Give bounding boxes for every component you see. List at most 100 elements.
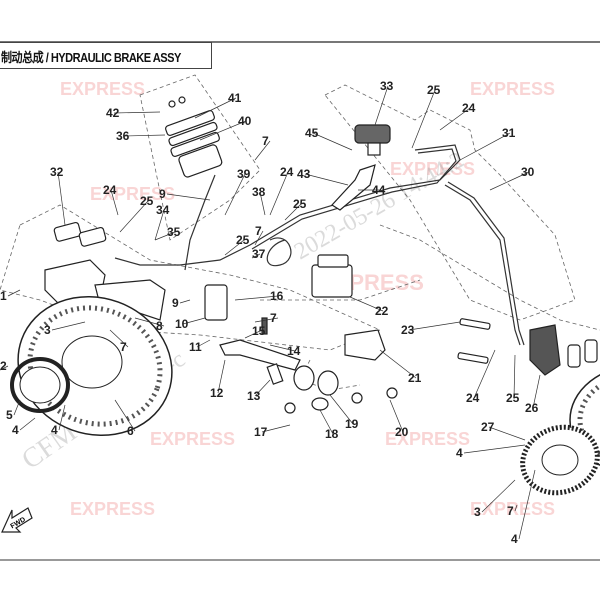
leader-line (389, 399, 404, 433)
part-number-label: 3 (44, 323, 51, 337)
part-number-label: 25 (140, 194, 154, 208)
front-master-cylinder (165, 96, 223, 178)
part-number-label: 16 (270, 289, 284, 303)
leader-line (110, 189, 119, 216)
leader-line (109, 329, 129, 348)
leader-line (254, 379, 271, 397)
leader-line (234, 295, 279, 301)
leader-line (154, 209, 165, 241)
leader-line (269, 344, 296, 352)
part-number-label: 41 (228, 91, 242, 105)
part-number-label: 25 (506, 391, 520, 405)
part-number-label: 26 (525, 401, 539, 415)
part-number-label: 44 (372, 183, 386, 197)
part-number-label: 14 (287, 344, 301, 358)
part-number-label: 4 (511, 532, 518, 546)
page-title: 制动总成 / HYDRAULIC BRAKE ASSY (1, 50, 181, 65)
leader-line (134, 317, 165, 327)
watermark-express: EXPRESS (70, 499, 155, 519)
leader-line (411, 89, 436, 149)
part-number-label: 10 (175, 317, 189, 331)
part-number-label: 34 (156, 203, 170, 217)
part-number-label: 7 (255, 224, 262, 238)
watermark-express: EXPRESS (470, 499, 555, 519)
leader-line (439, 107, 471, 131)
leader-line (57, 171, 66, 226)
leader-line (119, 200, 149, 233)
assembly-outlines (0, 74, 600, 391)
leader-line (284, 203, 302, 221)
leader-line (304, 173, 349, 186)
part-number-label: 45 (305, 126, 319, 140)
part-number-label: 24 (280, 165, 294, 179)
part-number-label: 24 (466, 391, 480, 405)
part-number-label: 1 (0, 289, 7, 303)
leader-line (513, 354, 516, 399)
watermark-express: EXPRESS (60, 79, 145, 99)
part-number-label: 20 (395, 425, 409, 439)
leader-line (217, 359, 226, 394)
leader-line (113, 111, 161, 114)
part-number-label: 36 (116, 129, 130, 143)
part-number-label: 35 (167, 225, 181, 239)
leader-line (379, 349, 417, 379)
leader-line (166, 193, 211, 201)
leader-line (58, 404, 66, 431)
front-abs-ring (10, 357, 70, 413)
part-number-label: 39 (237, 167, 251, 181)
part-number-label: 32 (50, 165, 64, 179)
leader-line (481, 479, 516, 513)
leader-line (319, 409, 334, 435)
part-number-label: 7 (262, 134, 269, 148)
part-number-label: 11 (189, 340, 202, 354)
part-number-label: 4 (12, 423, 19, 437)
part-number-label: 30 (521, 165, 535, 179)
part-number-label: 22 (375, 304, 389, 318)
leader-line (254, 317, 279, 323)
leader-line (13, 399, 21, 416)
part-number-label: 25 (427, 83, 441, 97)
part-number-label: 4 (456, 446, 463, 460)
leader-line (408, 321, 461, 331)
watermark-timestamp: 2022-05-26 14:44:2 (290, 147, 469, 265)
part-number-label: 23 (401, 323, 415, 337)
abs-module (311, 254, 353, 298)
part-number-label: 24 (462, 101, 476, 115)
part-number-label: 19 (345, 417, 359, 431)
leader-line (463, 444, 526, 454)
leader-line (514, 504, 518, 512)
part-number-label: 5 (6, 408, 13, 422)
leader-line (518, 469, 536, 540)
part-number-label: 18 (325, 427, 339, 441)
leader-line (154, 231, 176, 241)
leader-line (179, 299, 191, 304)
leader-line (254, 140, 271, 161)
rear-abs-ring (520, 424, 600, 496)
leader-line (224, 239, 245, 256)
leader-line (244, 330, 261, 339)
part-number-label: 37 (252, 247, 266, 261)
part-number-label: 24 (103, 183, 117, 197)
part-number-label: 17 (254, 425, 268, 439)
leader-line (254, 230, 264, 246)
part-number-label: 7 (120, 340, 127, 354)
part-number-label: 3 (474, 505, 481, 519)
leader-line (182, 317, 206, 325)
part-number-label: 8 (156, 319, 163, 333)
watermark-express: EXPRESS (90, 184, 175, 204)
frame-bottom-border (0, 559, 600, 561)
part-number-label: 9 (172, 296, 179, 310)
handlebar-master-cylinder (331, 124, 391, 211)
leader-line (329, 394, 354, 425)
leader-line (194, 97, 237, 119)
front-caliper (44, 221, 166, 321)
brake-pedal (204, 284, 301, 385)
brake-lines (114, 144, 525, 346)
leader-line (259, 191, 266, 216)
part-number-label: 7 (270, 311, 277, 325)
leader-line (199, 120, 247, 141)
leader-line (489, 171, 530, 191)
part-number-label: 6 (127, 424, 134, 438)
